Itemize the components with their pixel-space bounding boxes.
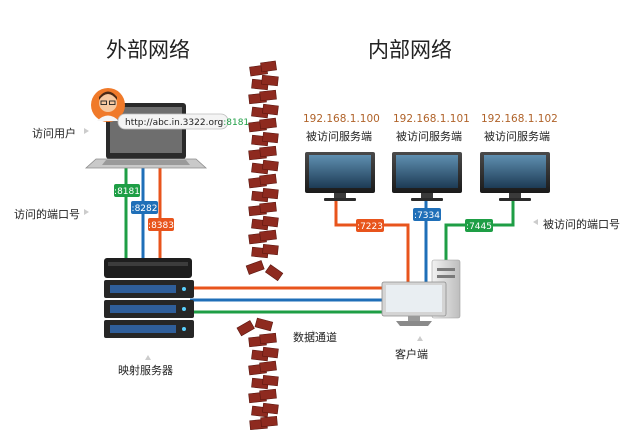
tunnel-label: 数据通道	[293, 331, 337, 344]
server-monitor-icon-3	[480, 152, 550, 201]
client-computer-icon	[381, 259, 461, 326]
mapping-server-label: 映射服务器	[118, 364, 173, 377]
server-monitor-icon-1	[305, 152, 375, 201]
arrow-mapping-server	[145, 355, 151, 360]
accessed-port-label: 被访问的端口号	[543, 218, 620, 231]
pointer-arrows	[84, 128, 538, 360]
port-tag-8181: :8181	[114, 187, 140, 197]
svg-text:http://abc.in.3322.org:8181: http://abc.in.3322.org:8181	[125, 118, 249, 128]
arrow-accessed-port	[533, 219, 538, 225]
firewall-wall-lower	[236, 317, 279, 431]
server-ip-2: 192.168.1.101	[393, 113, 470, 125]
port-tag-7445: :7445	[466, 222, 492, 232]
mapping-server-icon	[104, 258, 194, 338]
server-label-2: 被访问服务端	[396, 130, 462, 143]
port-tag-7334: :7334	[414, 211, 440, 221]
arrow-client	[417, 336, 423, 341]
server-ip-3: 192.168.1.102	[481, 113, 558, 125]
client-label: 客户端	[395, 348, 428, 361]
port-tags: :8181 :8282 :8383 :7223 :7334 :7445	[114, 184, 493, 232]
access-port-label: 访问的端口号	[14, 208, 80, 221]
orange-link-server1	[334, 193, 410, 286]
visitor-label: 访问用户	[32, 127, 76, 140]
server-label-1: 被访问服务端	[306, 130, 372, 143]
firewall-wall-upper	[245, 60, 284, 282]
port-tag-7223: :7223	[357, 222, 383, 232]
port-tag-8383: :8383	[148, 221, 174, 231]
url-bubble: http://abc.in.3322.org:8181	[117, 113, 249, 130]
arrow-visitor	[84, 128, 89, 134]
server-ip-1: 192.168.1.100	[303, 113, 380, 125]
user-avatar-icon	[91, 88, 125, 122]
internal-network-title: 内部网络	[368, 38, 452, 62]
arrow-port-label	[84, 209, 89, 215]
server-label-3: 被访问服务端	[484, 130, 550, 143]
port-tag-8282: :8282	[132, 204, 158, 214]
server-monitor-icon-2	[392, 152, 462, 201]
arrow-tunnel	[312, 330, 317, 336]
external-network-title: 外部网络	[106, 38, 190, 62]
